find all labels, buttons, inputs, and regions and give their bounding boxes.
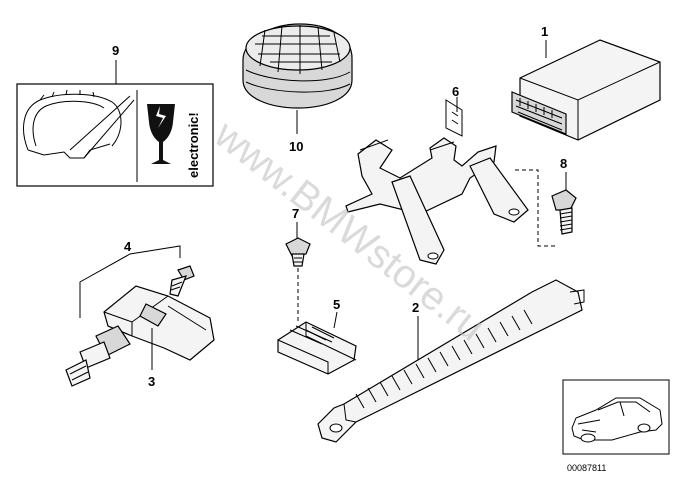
car-thumbnail[interactable]	[562, 379, 670, 455]
callout-2[interactable]: 2	[412, 300, 419, 315]
callout-6[interactable]: 6	[452, 84, 459, 99]
part-9-warning-label[interactable]: electronic!	[16, 83, 214, 187]
callout-3[interactable]: 3	[148, 374, 155, 389]
part-10-cap[interactable]	[242, 23, 353, 109]
callout-9[interactable]: 9	[112, 43, 119, 58]
part-5-holder[interactable]	[277, 321, 357, 375]
part-3-sensor[interactable]	[65, 285, 215, 387]
part-7-screw[interactable]	[285, 237, 311, 267]
callout-7[interactable]: 7	[292, 206, 299, 221]
part-8-bolt[interactable]	[551, 189, 577, 235]
callout-10[interactable]: 10	[289, 139, 303, 154]
part-1-control-module[interactable]	[511, 39, 661, 141]
callout-5[interactable]: 5	[333, 297, 340, 312]
label-electronic-text: electronic!	[186, 112, 201, 178]
part-2-strap[interactable]	[317, 279, 585, 443]
callout-1[interactable]: 1	[541, 24, 548, 39]
diagram-id: 00087811	[567, 463, 606, 473]
part-6-bracket[interactable]	[345, 99, 529, 265]
callout-4[interactable]: 4	[124, 239, 132, 254]
part-4-sensor-kit[interactable]	[79, 245, 195, 318]
callout-8[interactable]: 8	[560, 156, 567, 171]
